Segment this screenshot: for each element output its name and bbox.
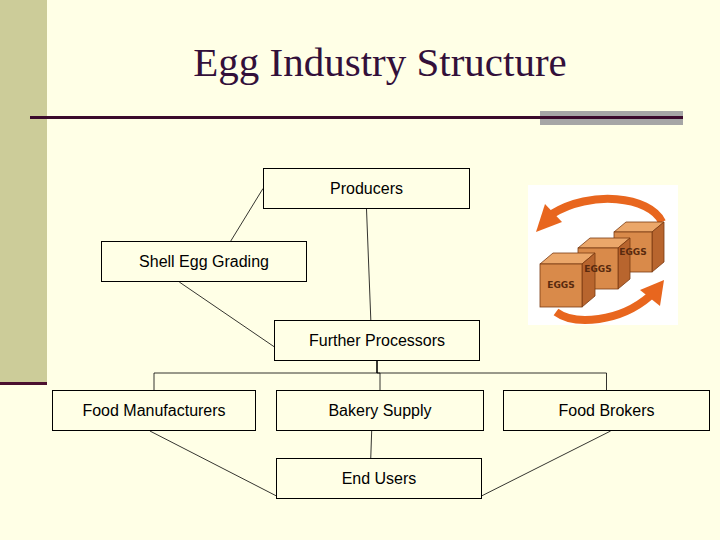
title-rule (30, 116, 683, 119)
connector-line (377, 361, 607, 390)
process-box: Bakery Supply (276, 390, 484, 431)
connector-line (154, 361, 377, 390)
process-box: Producers (263, 168, 470, 209)
box-print: EGGS (540, 280, 582, 290)
box-label: Producers (330, 180, 403, 198)
connector-line (150, 431, 276, 496)
side-bar-rule (0, 382, 47, 385)
box-print: EGGS (614, 247, 652, 257)
process-box: Food Manufacturers (52, 390, 256, 431)
process-box: Further Processors (274, 320, 480, 361)
box-label: Food Brokers (558, 402, 654, 420)
box-label: Food Manufacturers (82, 402, 225, 420)
box-print: EGGS (578, 264, 618, 274)
box-label: Bakery Supply (328, 402, 431, 420)
connector-line (482, 431, 611, 496)
process-box: End Users (276, 458, 482, 499)
side-bar (0, 0, 47, 384)
process-box: Food Brokers (503, 390, 710, 431)
connector-line (377, 361, 380, 390)
connector-line (179, 282, 274, 347)
connector-line (370, 431, 372, 458)
egg-boxes-illustration (528, 185, 678, 325)
box-label: Further Processors (309, 332, 445, 350)
connector-line (367, 209, 371, 320)
box-label: End Users (342, 470, 417, 488)
box-label: Shell Egg Grading (139, 253, 269, 271)
slide-title: Egg Industry Structure (40, 38, 720, 87)
connector-line (231, 189, 263, 242)
process-box: Shell Egg Grading (101, 241, 307, 282)
